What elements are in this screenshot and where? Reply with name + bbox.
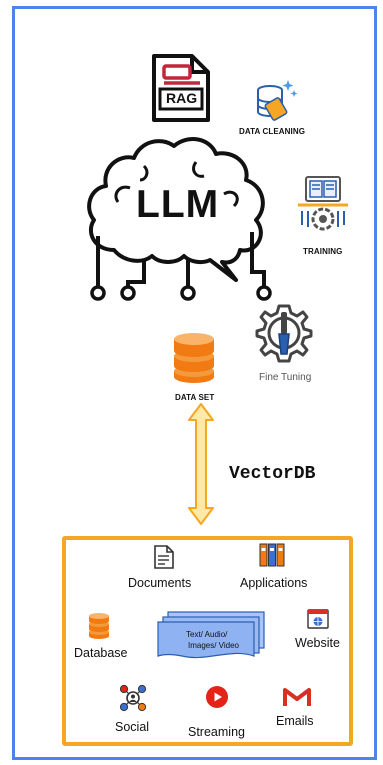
database-label: Database (74, 646, 128, 660)
rag-label: RAG (166, 90, 198, 106)
training-label: TRAINING (303, 247, 343, 256)
social-icon (119, 684, 147, 712)
data-set-label: DATA SET (175, 393, 215, 402)
media-stack-line-2: Images/ Video (188, 641, 239, 650)
applications-icon (259, 543, 285, 567)
database-icon (89, 613, 109, 639)
website-label: Website (295, 636, 340, 650)
vectordb-label: VectorDB (229, 464, 316, 484)
fine-tuning-icon (255, 304, 313, 363)
rag-document-icon (152, 54, 210, 122)
fine-tuning-label: Fine Tuning (259, 372, 312, 383)
documents-icon (154, 545, 174, 569)
data-cleaning-icon (257, 80, 298, 121)
social-label: Social (115, 720, 150, 734)
emails-label: Emails (276, 714, 314, 728)
llm-brain-icon (87, 137, 272, 301)
bidirectional-arrow (188, 403, 214, 525)
data-set-icon (174, 333, 214, 383)
documents-label: Documents (128, 576, 192, 590)
data-sources-box (62, 536, 353, 746)
applications-label: Applications (240, 576, 308, 590)
diagram-frame (12, 6, 377, 760)
media-stack-line-1: Text/ Audio/ (186, 630, 228, 639)
data-cleaning-label: DATA CLEANING (239, 127, 306, 136)
gmail-icon (283, 688, 311, 706)
streaming-label: Streaming (188, 725, 245, 739)
website-icon (307, 609, 329, 629)
training-icon (298, 176, 348, 231)
streaming-play-icon (206, 686, 228, 708)
media-stack-icon (157, 611, 265, 659)
llm-label: LLM (136, 183, 220, 226)
